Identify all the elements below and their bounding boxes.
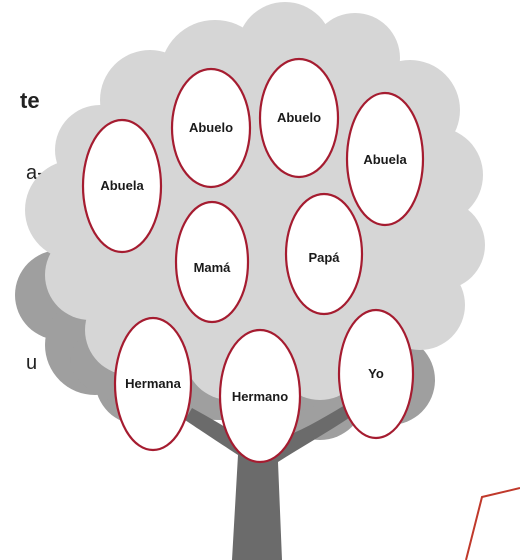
member-label: Yo <box>368 366 384 381</box>
family-member-abuelo-2: Abuelo <box>258 57 340 179</box>
member-label: Hermana <box>125 376 181 391</box>
tree-trunk <box>185 402 352 560</box>
family-member-mama: Mamá <box>174 200 250 324</box>
member-label: Abuelo <box>189 120 233 135</box>
cut-off-heading-fragment: te <box>20 88 40 113</box>
family-member-abuela-2: Abuela <box>345 91 425 227</box>
family-member-yo: Yo <box>337 308 415 440</box>
family-member-hermano: Hermano <box>218 328 302 464</box>
member-label: Papá <box>308 250 340 265</box>
family-member-abuela-1: Abuela <box>81 118 163 254</box>
member-label: Mamá <box>194 260 232 275</box>
cut-off-text-fragment-2: u <box>26 352 38 374</box>
family-member-abuelo-1: Abuelo <box>170 67 252 189</box>
member-label: Abuela <box>100 178 144 193</box>
decorative-accent-line <box>465 487 520 560</box>
member-label: Hermano <box>232 389 288 404</box>
member-label: Abuelo <box>277 110 321 125</box>
family-member-papa: Papá <box>284 192 364 316</box>
family-member-hermana: Hermana <box>113 316 193 452</box>
member-label: Abuela <box>363 152 407 167</box>
